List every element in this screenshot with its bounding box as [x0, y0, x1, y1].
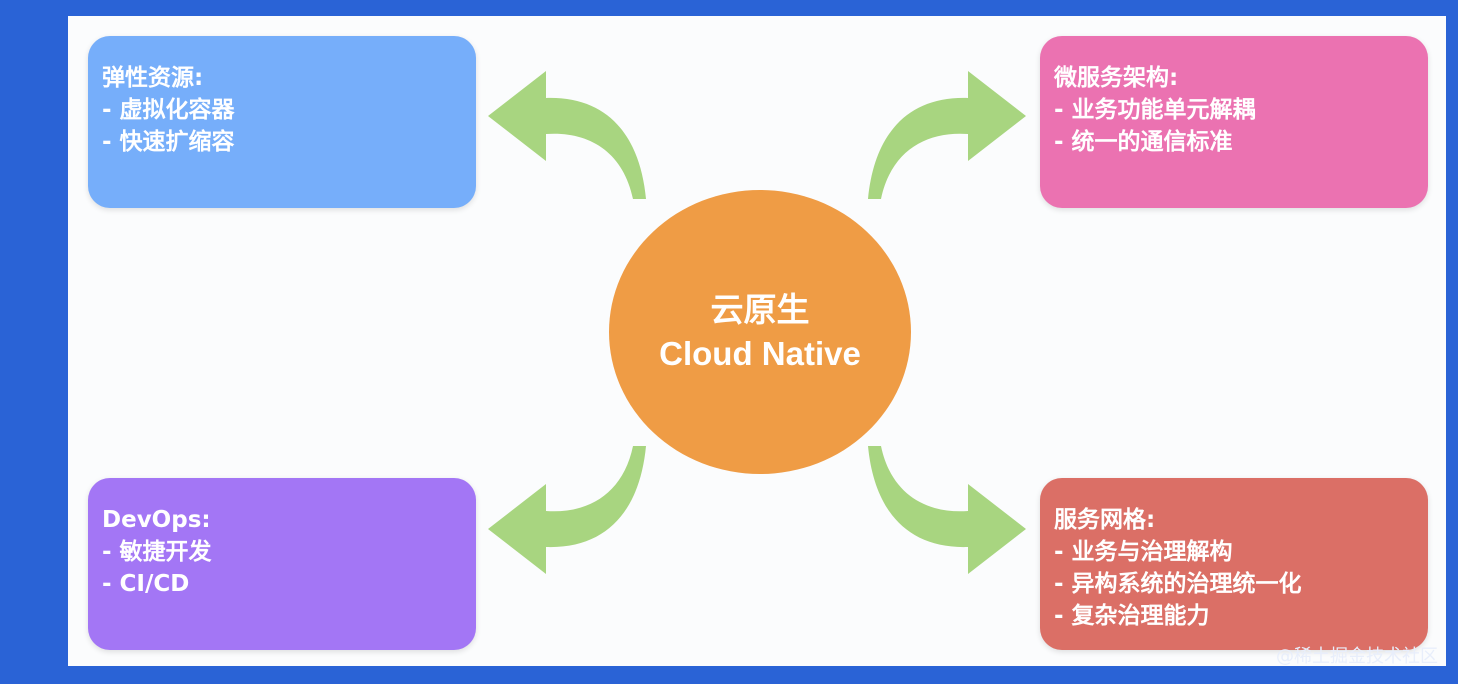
diagram-canvas: 弹性资源: - 虚拟化容器 - 快速扩缩容 微服务架构: - 业务功能单元解耦 …	[68, 16, 1446, 666]
arrow-to-top-left	[488, 71, 646, 199]
arrows-layer	[488, 71, 1026, 574]
box-item: - 业务与治理解构	[1054, 539, 1233, 565]
center-title-zh: 云原生	[710, 290, 810, 329]
box-item: - 敏捷开发	[102, 539, 212, 565]
box-item: - CI/CD	[102, 571, 190, 597]
arrow-to-bottom-left	[488, 446, 646, 574]
box-elastic-resources: 弹性资源: - 虚拟化容器 - 快速扩缩容	[88, 36, 476, 208]
box-item: - 统一的通信标准	[1054, 129, 1233, 155]
center-title-en: Cloud Native	[659, 335, 861, 372]
box-item: - 异构系统的治理统一化	[1054, 571, 1302, 597]
box-microservices: 微服务架构: - 业务功能单元解耦 - 统一的通信标准	[1040, 36, 1428, 208]
box-item: - 虚拟化容器	[102, 97, 235, 123]
box-title: 弹性资源:	[102, 65, 204, 91]
box-item: - 业务功能单元解耦	[1054, 97, 1256, 123]
center-cloud-native-circle: 云原生 Cloud Native	[609, 190, 911, 474]
box-title: 服务网格:	[1054, 507, 1156, 533]
box-title: DevOps:	[102, 507, 211, 533]
box-item: - 复杂治理能力	[1054, 603, 1210, 629]
box-devops: DevOps: - 敏捷开发 - CI/CD	[88, 478, 476, 650]
box-title: 微服务架构:	[1054, 65, 1179, 91]
arrow-to-bottom-right	[868, 446, 1026, 574]
arrow-to-top-right	[868, 71, 1026, 199]
box-item: - 快速扩缩容	[102, 129, 235, 155]
box-service-mesh: 服务网格: - 业务与治理解构 - 异构系统的治理统一化 - 复杂治理能力	[1040, 478, 1428, 650]
source-watermark: @稀土掘金技术社区	[1276, 646, 1438, 667]
